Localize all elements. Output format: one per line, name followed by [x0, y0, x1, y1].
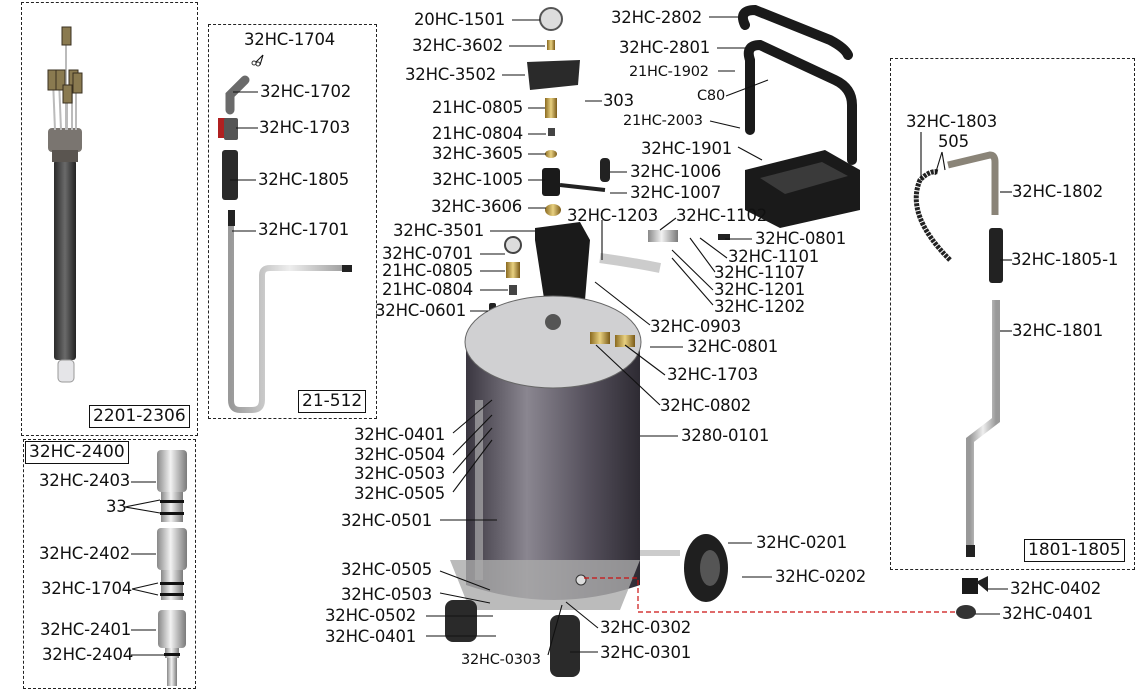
part-label: 32HC-1702	[260, 82, 352, 101]
part-label: 32HC-0401	[354, 425, 446, 444]
part-label: 32HC-2801	[619, 38, 711, 57]
suction-pipe-set-box	[208, 24, 377, 419]
part-label: 32HC-0202	[775, 567, 867, 586]
part-label: 32HC-2401	[40, 620, 132, 639]
drain-pipe-set-box	[890, 58, 1135, 570]
part-label: 32HC-0402	[1010, 579, 1102, 598]
suction-pipe-set-tag: 21-512	[298, 390, 367, 413]
part-label: 32HC-3606	[431, 197, 523, 216]
part-label: 32HC-1701	[258, 220, 350, 239]
part-label: 32HC-0301	[600, 643, 692, 662]
part-label: 32HC-0503	[341, 585, 433, 604]
part-label: 32HC-1803	[906, 112, 998, 131]
leader-lines	[124, 16, 1012, 656]
adapter-assembly	[157, 450, 187, 686]
part-label: 32HC-0903	[650, 317, 742, 336]
part-label: 32HC-0401	[1002, 604, 1094, 623]
part-label: 32HC-1703	[259, 118, 351, 137]
part-label: 32HC-1202	[714, 297, 806, 316]
adapter-set-box	[23, 439, 196, 689]
part-label: 32HC-1007	[630, 183, 722, 202]
part-label: 32HC-2402	[39, 544, 131, 563]
part-label: 21HC-1902	[629, 64, 709, 80]
part-label: 32HC-1805	[258, 170, 350, 189]
part-label: 21HC-0804	[432, 124, 524, 143]
part-label: 32HC-3605	[432, 144, 524, 163]
part-label: 303	[603, 91, 634, 110]
part-label: 32HC-0302	[600, 618, 692, 637]
probe-set-tag: 2201-2306	[89, 405, 190, 428]
part-label: 32HC-1801	[1012, 321, 1104, 340]
part-label: 32HC-3602	[412, 36, 504, 55]
part-label: 32HC-1704	[41, 579, 133, 598]
part-label: 32HC-0504	[354, 445, 446, 464]
part-label: 32HC-1703	[667, 365, 759, 384]
adapter-set-tag: 32HC-2400	[25, 441, 129, 464]
part-label: 32HC-0201	[756, 533, 848, 552]
suction-pipe-assembly	[218, 60, 352, 413]
part-label: 32HC-1102	[676, 206, 768, 225]
part-label: 21HC-0805	[432, 98, 524, 117]
part-label: 32HC-1005	[432, 170, 524, 189]
connector-line	[584, 577, 955, 613]
part-label: 32HC-0801	[755, 229, 847, 248]
part-label: 32HC-1203	[567, 206, 659, 225]
part-label: 32HC-0802	[660, 396, 752, 415]
part-label: 32HC-0701	[382, 244, 474, 263]
part-label: 33	[106, 497, 127, 516]
drain-pipe-set-tag: 1801-1805	[1024, 539, 1125, 562]
part-label: 21HC-2003	[623, 113, 703, 129]
part-label: 32HC-1201	[714, 280, 806, 299]
part-label: 32HC-0505	[341, 560, 433, 579]
part-label: 32HC-1901	[641, 139, 733, 158]
part-label: 32HC-2403	[39, 471, 131, 490]
part-label: 32HC-0801	[687, 337, 779, 356]
probe-set-box	[21, 2, 198, 436]
part-label: 32HC-1704	[244, 30, 336, 49]
part-label: 32HC-0505	[354, 484, 446, 503]
part-label: 20HC-1501	[414, 10, 506, 29]
part-label: 32HC-2404	[42, 645, 134, 664]
part-label: 32HC-1107	[714, 263, 806, 282]
part-label: 32HC-3501	[393, 221, 485, 240]
part-label: 3280-0101	[681, 426, 770, 445]
top-components	[489, 7, 730, 321]
part-label: 32HC-0303	[461, 652, 541, 668]
part-label: 21HC-0805	[382, 261, 474, 280]
part-label: 32HC-0401	[325, 627, 417, 646]
part-label: 32HC-0502	[325, 606, 417, 625]
part-label: 32HC-0601	[375, 301, 467, 320]
tank-body	[445, 295, 728, 677]
drain-pipe-assembly	[913, 151, 1003, 619]
part-label: 32HC-1101	[728, 247, 820, 266]
part-label: 32HC-0501	[341, 511, 433, 530]
part-label: 32HC-1802	[1012, 182, 1104, 201]
part-label: 505	[938, 132, 969, 151]
part-label: 21HC-0804	[382, 280, 474, 299]
part-label: 32HC-1006	[630, 162, 722, 181]
probe-assembly	[47, 26, 83, 383]
part-label: 32HC-2802	[611, 8, 703, 27]
part-label: 32HC-1805-1	[1011, 250, 1119, 269]
handle-assembly	[738, 4, 860, 228]
part-label: C80	[697, 88, 725, 104]
part-label: 32HC-3502	[405, 65, 497, 84]
part-label: 32HC-0503	[354, 464, 446, 483]
